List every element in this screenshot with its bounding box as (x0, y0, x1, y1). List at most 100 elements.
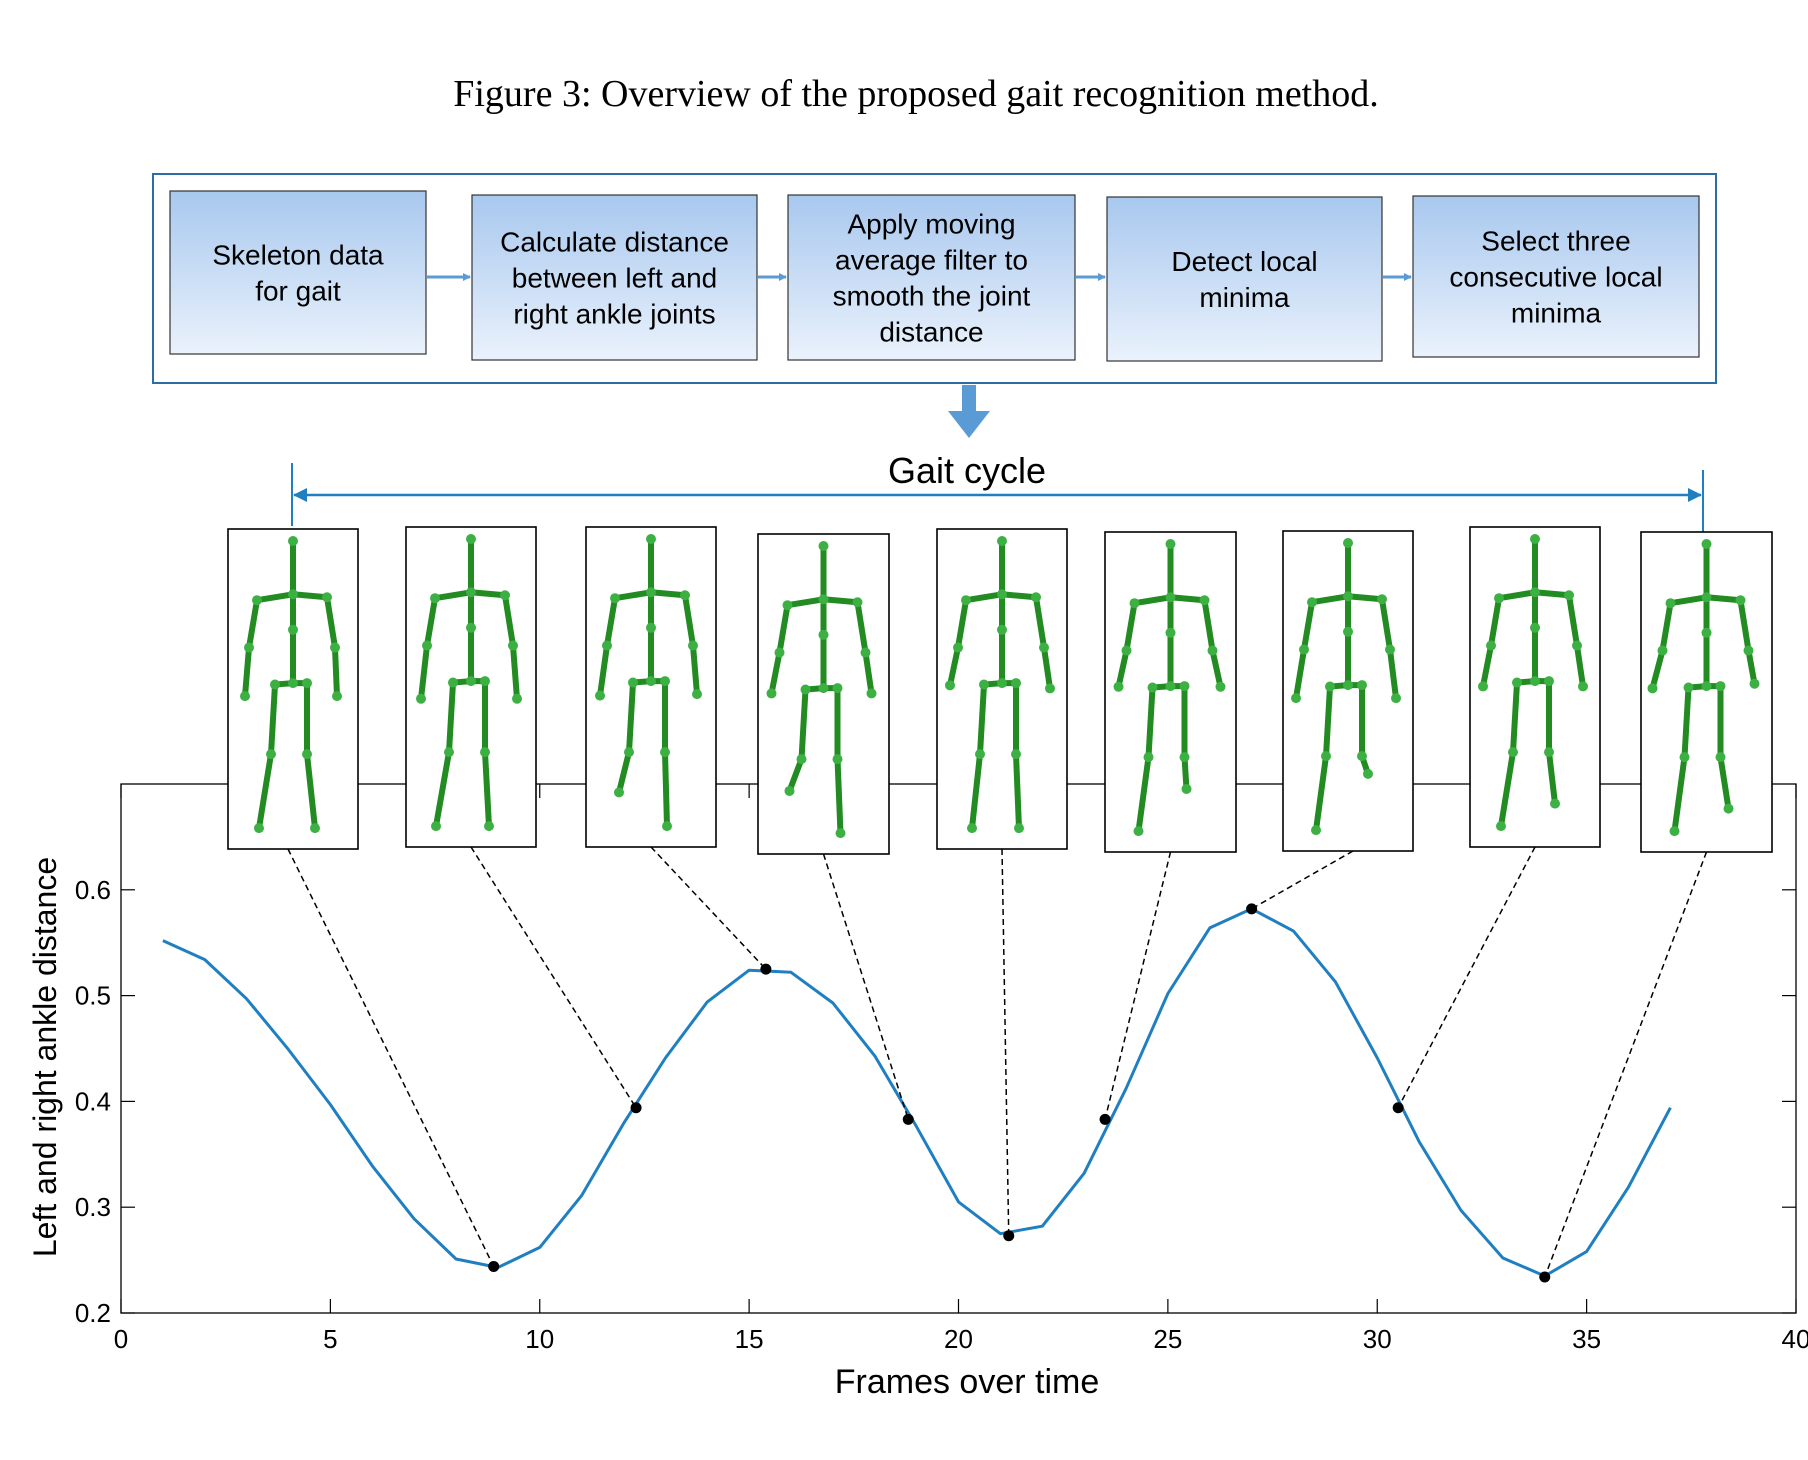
skeleton-joint (254, 823, 264, 834)
pipeline-step-text: Calculate distance (500, 227, 729, 258)
skeleton-bone (268, 681, 278, 758)
skeleton-joint (1181, 783, 1192, 794)
skeleton-joint (1343, 538, 1353, 548)
skeleton-bone (1510, 679, 1520, 756)
skeleton-bone (433, 749, 452, 830)
skeleton-joint (288, 678, 298, 689)
skeleton-joint (997, 589, 1007, 600)
skeleton-bone (963, 591, 1005, 604)
skeleton-joint (602, 640, 612, 651)
skeleton-joint (1143, 752, 1154, 763)
skeleton-joint (1494, 593, 1504, 604)
skeleton-bone (1703, 594, 1744, 604)
marker-connector (1251, 850, 1354, 910)
marker-connector (1544, 851, 1708, 1278)
skeleton-joint (1723, 803, 1734, 814)
skeleton-bone (1293, 646, 1307, 702)
skeleton-bone (432, 589, 474, 602)
skeleton-joint (1391, 693, 1401, 704)
skeleton-bone (1135, 754, 1152, 835)
skeleton-bone (690, 642, 700, 698)
skeleton-bone (648, 589, 688, 599)
skeleton-panel-1 (227, 528, 359, 850)
skeleton-joint (1343, 591, 1353, 602)
skeleton-bone (1115, 647, 1130, 690)
plot-frame (120, 783, 1797, 1314)
skeleton-joint (997, 624, 1007, 635)
pipeline-step-text: smooth the joint (833, 281, 1031, 312)
skeleton-joint (1311, 825, 1321, 836)
pipeline-step-box (169, 190, 427, 355)
skeleton-bone (1131, 594, 1174, 607)
skeleton-joint (1701, 627, 1712, 638)
skeleton-joint (1715, 752, 1726, 763)
skeleton-bone (1649, 647, 1666, 692)
skeleton-bone (616, 749, 632, 796)
skeleton-bone (969, 751, 983, 832)
skeleton-joint (270, 679, 280, 690)
skeleton-joint (1486, 640, 1496, 651)
skeleton-joint (1207, 645, 1218, 656)
skeleton-joint (332, 691, 342, 702)
data-marker (1246, 903, 1258, 915)
skeleton-joint (480, 676, 490, 687)
skeleton-joint (1113, 681, 1124, 692)
skeleton-joint (1578, 681, 1588, 692)
marker-connector (1397, 846, 1536, 1109)
y-tick-label: 0.3 (75, 1192, 111, 1222)
skeleton-joint (322, 592, 332, 603)
pipeline-step-text: minima (1199, 282, 1290, 313)
skeleton-joint (1512, 677, 1522, 688)
skeleton-bone (1379, 596, 1393, 653)
y-tick-label: 0.2 (75, 1298, 111, 1328)
skeleton-joint (997, 536, 1007, 546)
skeleton-bone (468, 589, 508, 599)
skeleton-joint (430, 593, 440, 604)
skeleton-joint (1121, 645, 1132, 656)
marker-connector (470, 846, 637, 1109)
skeleton-joint (288, 589, 298, 600)
data-marker (1392, 1102, 1404, 1114)
skeleton-bone (242, 644, 252, 700)
skeleton-joint (818, 541, 829, 551)
skeleton-bone (1209, 647, 1224, 690)
skeleton-joint (1165, 681, 1176, 692)
skeleton-joint (692, 689, 702, 700)
pipeline-step-text: average filter to (835, 245, 1028, 276)
skeleton-joint (240, 691, 250, 702)
skeleton-joint (614, 787, 624, 798)
skeleton-panel-3 (585, 526, 717, 848)
y-tick-label: 0.5 (75, 981, 111, 1011)
skeleton-bone (604, 595, 618, 649)
skeleton-bone (332, 644, 340, 700)
skeleton-joint (646, 534, 656, 544)
skeleton-joint (1385, 644, 1395, 655)
skeleton-joint (800, 684, 811, 695)
marker-connector (1001, 848, 1010, 1236)
skeleton-panel-6 (1104, 531, 1237, 853)
skeleton-bone (1013, 751, 1022, 832)
skeleton-joint (835, 828, 846, 839)
skeleton-joint (310, 823, 320, 834)
x-tick-label: 40 (1782, 1324, 1808, 1354)
data-marker (630, 1102, 642, 1114)
skeleton-bone (947, 644, 961, 689)
skeleton-joint (866, 688, 877, 699)
skeleton-joint (1307, 597, 1317, 608)
skeleton-bone (256, 751, 274, 832)
skeleton-bone (1488, 595, 1502, 649)
skeleton-bone (1574, 642, 1586, 690)
skeleton-bone (1041, 644, 1053, 692)
skeleton-bone (682, 592, 696, 649)
skeleton-joint (1683, 682, 1694, 693)
data-marker (1539, 1271, 1551, 1283)
skeleton-bone (1345, 593, 1385, 603)
skeleton-joint (832, 683, 843, 694)
x-axis-label: Frames over time (835, 1363, 1100, 1401)
skeleton-joint (1343, 680, 1353, 691)
skeleton-joint (416, 693, 426, 704)
skeleton-joint (1743, 645, 1754, 656)
skeleton-bone (612, 589, 654, 602)
skeleton-joint (688, 640, 698, 651)
